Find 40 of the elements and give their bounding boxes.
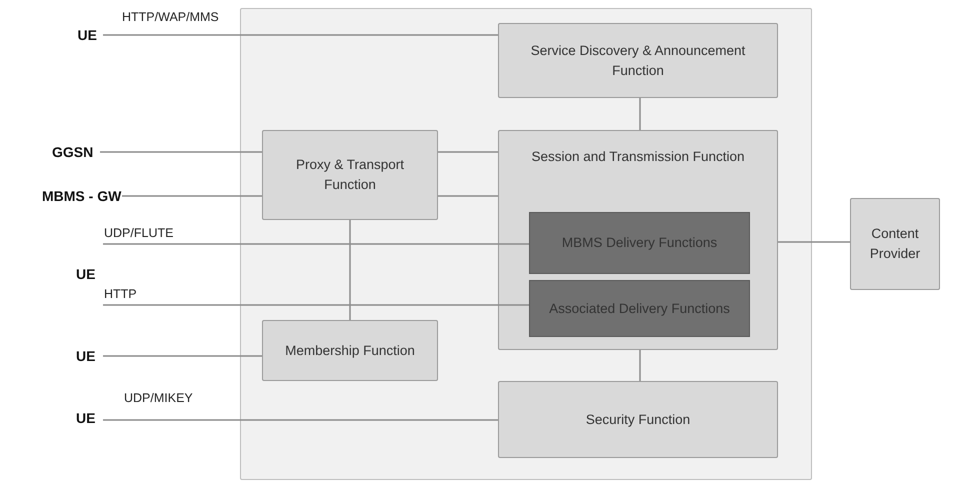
connector-line	[778, 241, 850, 243]
box-label: Associated Delivery Functions	[548, 300, 731, 318]
connector-line	[349, 220, 351, 320]
entity-label: GGSN	[51, 142, 94, 162]
edge-label: HTTP/WAP/MMS	[122, 10, 219, 24]
connector-line	[103, 243, 529, 245]
box-label: Security Function	[584, 410, 692, 429]
function-box	[529, 212, 750, 274]
function-box	[529, 280, 750, 337]
connector-line	[100, 151, 262, 153]
function-box	[850, 198, 940, 290]
connector-line	[639, 98, 641, 130]
connector-line	[103, 34, 498, 36]
connector-line	[103, 419, 498, 421]
connector-line	[438, 151, 498, 153]
entity-label: UE	[75, 346, 96, 366]
function-box	[498, 130, 778, 350]
box-label: Membership Function	[284, 342, 416, 360]
edge-label: HTTP	[104, 287, 137, 301]
function-box	[262, 130, 438, 220]
box-label: Service Discovery & Announcement Function	[530, 42, 746, 80]
connector-line	[438, 195, 498, 197]
connector-line	[122, 195, 262, 197]
function-box	[262, 320, 438, 381]
entity-label: UE	[75, 264, 96, 284]
entity-label: UE	[75, 408, 96, 428]
platform-container	[240, 8, 812, 480]
edge-label: UDP/MIKEY	[124, 391, 193, 405]
box-label: Session and Transmission Function	[530, 148, 746, 166]
box-label: Content Provider	[868, 225, 922, 263]
connector-line	[639, 350, 641, 381]
connector-line	[103, 355, 262, 357]
edge-label: UDP/FLUTE	[104, 226, 174, 240]
entity-label: UE	[76, 26, 98, 45]
connector-line	[103, 304, 529, 306]
box-label: MBMS Delivery Functions	[560, 234, 718, 252]
function-box	[498, 23, 778, 98]
entity-label: MBMS - GW	[41, 186, 122, 206]
function-box	[498, 381, 778, 458]
box-label: Proxy & Transport Function	[294, 156, 406, 194]
